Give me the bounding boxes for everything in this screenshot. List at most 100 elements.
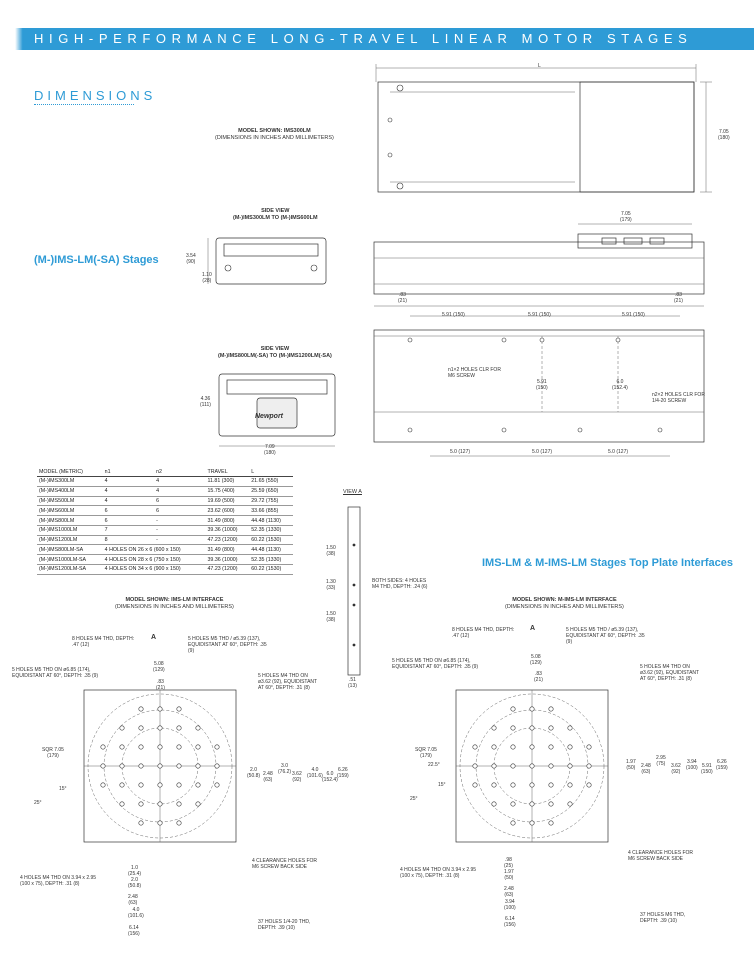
mounting-hole bbox=[176, 782, 182, 788]
table-cell: 44.48 (1130) bbox=[249, 515, 293, 526]
front-v2: 6.0(152.4) bbox=[612, 379, 628, 391]
view-a-d1: 1.50(38) bbox=[326, 545, 336, 557]
mounting-hole bbox=[510, 725, 516, 731]
mounting-hole bbox=[472, 763, 478, 769]
table-cell: 6 bbox=[102, 505, 155, 517]
ims-d-83: .83(21) bbox=[156, 679, 165, 691]
table-header: L bbox=[249, 468, 293, 477]
table-header: MODEL (METRIC) bbox=[37, 468, 103, 477]
view-a-d4: .51(13) bbox=[348, 677, 357, 689]
mounting-hole bbox=[567, 744, 573, 750]
bottom-2: 5.0 (127) bbox=[532, 449, 553, 455]
table-cell: 4 bbox=[102, 486, 155, 497]
table-cell: (M-)IMS600LM bbox=[37, 505, 103, 517]
mims-ang1: 15° bbox=[438, 782, 446, 788]
ims-a-mark: A bbox=[151, 634, 157, 641]
table-cell: (M-)IMS800LM bbox=[37, 515, 103, 526]
table-cell: 31.49 (800) bbox=[205, 515, 250, 526]
mounting-hole bbox=[510, 801, 516, 807]
dimension-label: 1.0(25.4) bbox=[128, 865, 142, 877]
dimension-label: 1.97(50) bbox=[626, 759, 636, 771]
mounting-hole bbox=[548, 782, 554, 788]
side-view-2-height: 4.36(111) bbox=[200, 396, 211, 408]
mounting-hole bbox=[157, 782, 163, 788]
dimension-label: 2.0(50.8) bbox=[128, 877, 142, 889]
mims-holes-d: 5 HOLES M4 THD ON ø3.62 (92), EQUIDISTAN… bbox=[640, 664, 699, 682]
view-a-d3: 1.50(38) bbox=[326, 611, 336, 623]
table-cell: 23.62 (600) bbox=[205, 505, 250, 517]
table-cell: 4 bbox=[154, 476, 206, 487]
table-cell: (M-)IMS400LM bbox=[37, 486, 103, 497]
table-cell: 19.69 (500) bbox=[205, 496, 250, 507]
view-a-d2: 1.30(33) bbox=[326, 579, 336, 591]
mims-holes-e: 4 HOLES M4 THD ON 3.94 x 2.95 (100 x 75)… bbox=[400, 867, 477, 879]
mounting-hole bbox=[195, 744, 201, 750]
mounting-hole bbox=[138, 725, 144, 731]
table-cell: 11.81 (300) bbox=[205, 476, 250, 487]
mounting-hole bbox=[529, 820, 535, 826]
mims-ang3: 22.5° bbox=[428, 762, 440, 768]
ims-ang1: 15° bbox=[59, 786, 67, 792]
pitch-2: 5.91 (150) bbox=[528, 312, 551, 318]
ims-ang2: 25° bbox=[34, 800, 42, 806]
front-view-drawing bbox=[373, 223, 705, 457]
mounting-hole bbox=[472, 782, 478, 788]
table-cell: 21.65 (550) bbox=[249, 476, 293, 487]
dimension-label: 2.48(63) bbox=[504, 886, 514, 898]
mounting-hole bbox=[138, 744, 144, 750]
table-cell: 7 bbox=[102, 525, 155, 536]
mounting-hole bbox=[510, 782, 516, 788]
table-header: n1 bbox=[102, 468, 155, 477]
side-view-2-drawing bbox=[218, 373, 336, 447]
top-view-drawing bbox=[375, 64, 712, 193]
mounting-hole bbox=[567, 801, 573, 807]
mounting-hole bbox=[195, 763, 201, 769]
side-view-1-height: 3.54(90) bbox=[186, 253, 196, 265]
mounting-hole bbox=[510, 763, 516, 769]
mounting-hole bbox=[195, 801, 201, 807]
view-a-drawing bbox=[347, 506, 361, 676]
table-cell: 39.36 (1000) bbox=[205, 525, 250, 536]
mounting-hole bbox=[119, 725, 125, 731]
table-cell: 60.22 (1530) bbox=[249, 564, 293, 575]
table-cell: 47.23 (1200) bbox=[205, 535, 250, 546]
side-view-1-drawing bbox=[207, 237, 327, 285]
table-cell: 39.36 (1000) bbox=[205, 554, 250, 566]
ims-holes-b: 5 HOLES M5 THD / ø5.39 (137), EQUIDISTAN… bbox=[188, 636, 267, 654]
interfaces-title: IMS-LM & M-IMS-LM Stages Top Plate Inter… bbox=[482, 557, 733, 569]
dimension-label: 6.26(159) bbox=[337, 767, 349, 779]
ims-holes-e: 4 HOLES M4 THD ON 3.94 x 2.95 (100 x 75)… bbox=[20, 875, 97, 887]
ims-holes-f: 37 HOLES 1/4-20 THD, DEPTH: .39 (10) bbox=[258, 919, 311, 931]
mounting-hole bbox=[119, 801, 125, 807]
dimension-label: 2.95(75) bbox=[656, 755, 666, 767]
dimension-label: 5.91(150) bbox=[701, 763, 713, 775]
table-cell: 15.75 (400) bbox=[205, 486, 250, 497]
mounting-hole bbox=[157, 744, 163, 750]
mounting-hole bbox=[491, 782, 497, 788]
dimension-label: 4.0(101.6) bbox=[307, 767, 323, 779]
mounting-hole bbox=[157, 820, 163, 826]
mounting-hole bbox=[157, 725, 163, 731]
mounting-hole bbox=[138, 782, 144, 788]
table-header: TRAVEL bbox=[205, 468, 250, 477]
mims-holes-b: 5 HOLES M5 THD / ø5.39 (137), EQUIDISTAN… bbox=[566, 627, 645, 645]
table-cell: (M-)IMS1200LM bbox=[37, 535, 103, 546]
dimension-label: 2.48(63) bbox=[128, 894, 138, 906]
view-a-note: BOTH SIDES: 4 HOLES M4 THD, DEPTH: .24 (… bbox=[372, 578, 428, 590]
dimension-label: 2.48(63) bbox=[263, 771, 273, 783]
table-cell: 31.49 (800) bbox=[205, 544, 250, 556]
dimension-label: 3.0(76.2) bbox=[278, 763, 292, 775]
mounting-hole bbox=[510, 820, 516, 826]
stages-title: (M-)IMS-LM(-SA) Stages bbox=[34, 254, 159, 266]
table-cell: - bbox=[154, 535, 206, 546]
header-banner bbox=[0, 28, 754, 50]
mounting-hole bbox=[491, 725, 497, 731]
mims-holes-f: 37 HOLES M6 THD, DEPTH: .39 (10) bbox=[640, 912, 686, 924]
mounting-hole bbox=[586, 744, 592, 750]
section-title: DIMENSIONS bbox=[34, 88, 157, 103]
mounting-hole bbox=[157, 801, 163, 807]
mounting-hole bbox=[491, 744, 497, 750]
